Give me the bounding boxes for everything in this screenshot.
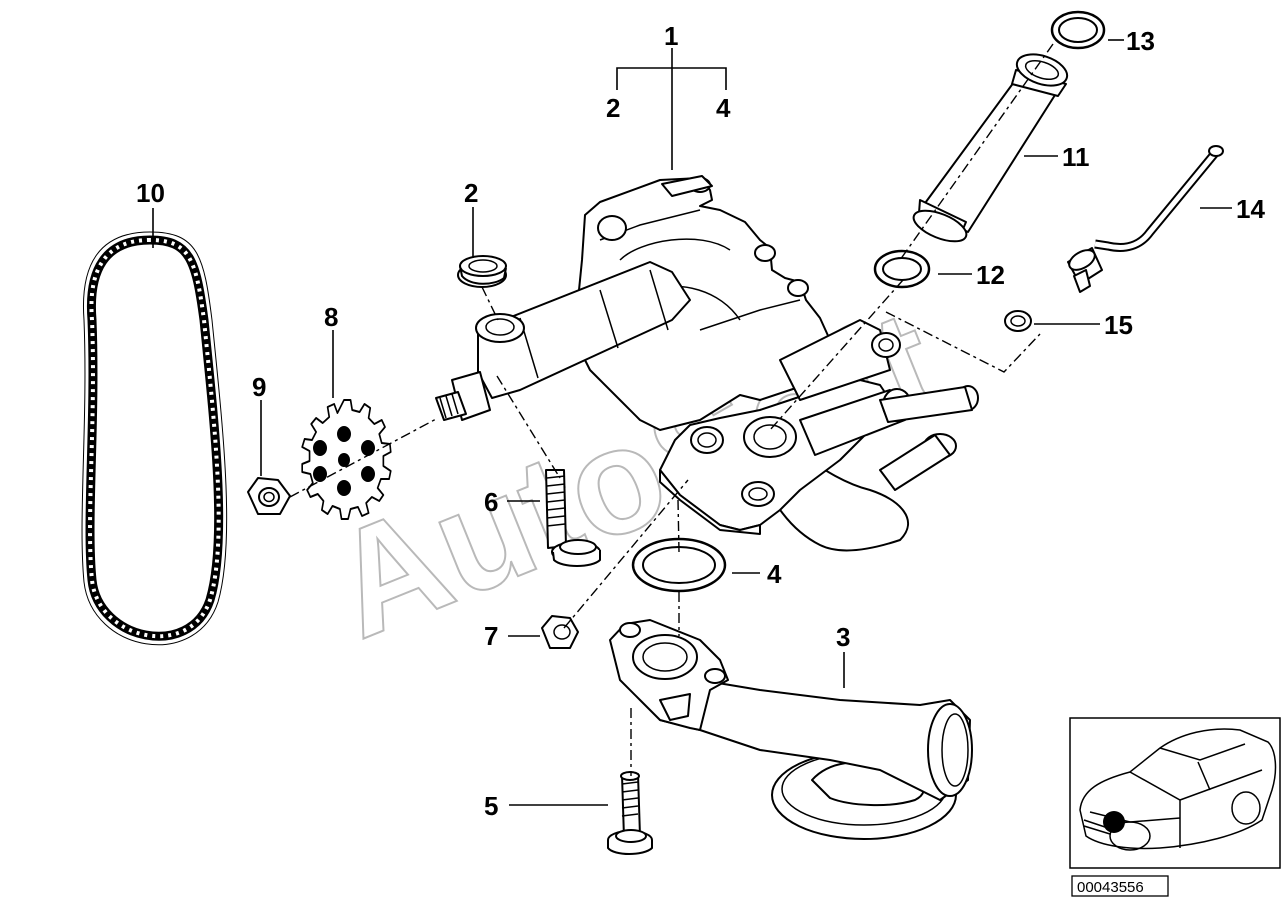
leader-lines <box>152 39 1232 806</box>
nut-part-7 <box>541 615 579 649</box>
callout-9: 9 <box>252 372 266 402</box>
location-marker-icon <box>1103 811 1125 833</box>
ring-part-15 <box>1004 310 1032 332</box>
alignment-lines <box>289 43 1054 776</box>
sprocket-part <box>301 399 392 520</box>
car-locator-inset <box>1069 717 1281 869</box>
hex-nut-part <box>247 477 291 515</box>
oil-tube-part <box>912 53 1069 243</box>
callout-12: 12 <box>976 260 1005 290</box>
callout-6: 6 <box>484 487 498 517</box>
callout-10: 10 <box>136 178 165 208</box>
callout-1: 1 <box>664 21 678 51</box>
timing-chain-part <box>81 231 228 646</box>
callout-11: 11 <box>1062 142 1090 172</box>
oil-pump-body-part <box>435 175 979 552</box>
callout-2-top: 2 <box>606 93 620 123</box>
reference-number-box: 00043556 <box>1071 875 1169 897</box>
callout-14: 14 <box>1236 194 1265 224</box>
ring-part-13 <box>1050 10 1106 50</box>
callout-7: 7 <box>484 621 498 651</box>
callout-2-plug: 2 <box>464 178 478 208</box>
reference-number: 00043556 <box>1077 879 1144 896</box>
callout-3: 3 <box>836 622 850 652</box>
suction-pipe-part <box>609 619 973 840</box>
o-ring-part-4 <box>631 537 727 593</box>
bolt-part-6 <box>545 469 601 567</box>
callout-5: 5 <box>484 791 498 821</box>
callout-4-top: 4 <box>716 93 731 123</box>
callout-4-ring: 4 <box>767 559 782 589</box>
callout-labels: 1 2 4 2 3 4 5 6 7 8 9 10 11 12 13 14 15 <box>136 21 1265 821</box>
callout-15: 15 <box>1104 310 1133 340</box>
bolt-part-5 <box>607 771 653 855</box>
screw-plug-part <box>457 255 507 288</box>
pipe-part-14 <box>1067 145 1224 293</box>
ring-part-12 <box>873 249 931 289</box>
callout-8: 8 <box>324 302 338 332</box>
callout-13: 13 <box>1126 26 1155 56</box>
